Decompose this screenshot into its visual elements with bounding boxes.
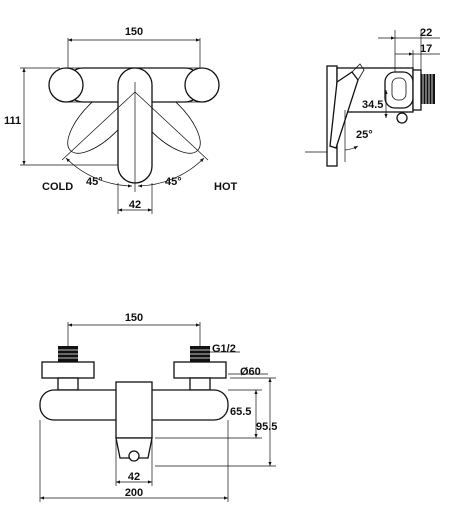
side-dim-b-label: 17 <box>420 43 432 55</box>
angle-right-label: 45° <box>165 176 182 188</box>
side-view: 22 17 34.5 25° <box>305 27 440 167</box>
handle-width-label: 42 <box>129 199 141 211</box>
nut-left <box>57 377 79 391</box>
spout-outlet <box>128 450 140 462</box>
thread-fitting-side <box>421 74 435 104</box>
height-b-label: 95.5 <box>256 421 277 433</box>
nut-right <box>189 377 211 391</box>
right-connector-disc <box>184 67 220 103</box>
front-width-label: 150 <box>125 312 143 324</box>
side-angle-label: 25° <box>356 129 373 141</box>
side-outlet <box>396 112 408 124</box>
spout-label: 42 <box>128 471 140 483</box>
top-view: 150 111 45° 45° 42 <box>4 26 238 214</box>
flange-right <box>173 361 227 379</box>
nut-side <box>412 69 422 111</box>
diameter-label: Ø60 <box>240 366 261 378</box>
height-a-label: 65.5 <box>230 406 251 418</box>
side-dim-c-label: 34.5 <box>362 99 383 111</box>
angle-arc-left <box>65 157 133 188</box>
side-angle-arc <box>344 145 359 151</box>
angle-left-label: 45° <box>86 176 103 188</box>
center-housing <box>115 381 153 439</box>
side-lever <box>329 71 359 149</box>
left-connector-disc <box>48 67 84 103</box>
cold-label: COLD <box>42 181 73 193</box>
angle-arc-right <box>137 157 205 188</box>
hot-label: HOT <box>214 181 238 193</box>
flange-left <box>41 361 95 379</box>
front-view: 150 G1/2 Ø60 <box>39 312 277 502</box>
thread-label: G1/2 <box>212 343 236 355</box>
overall-width-label: 200 <box>125 487 143 499</box>
side-connector <box>384 71 414 109</box>
top-height-label: 111 <box>4 115 21 127</box>
spout <box>115 437 153 459</box>
top-width-label: 150 <box>125 26 143 38</box>
side-dim-a-label: 22 <box>420 27 432 39</box>
